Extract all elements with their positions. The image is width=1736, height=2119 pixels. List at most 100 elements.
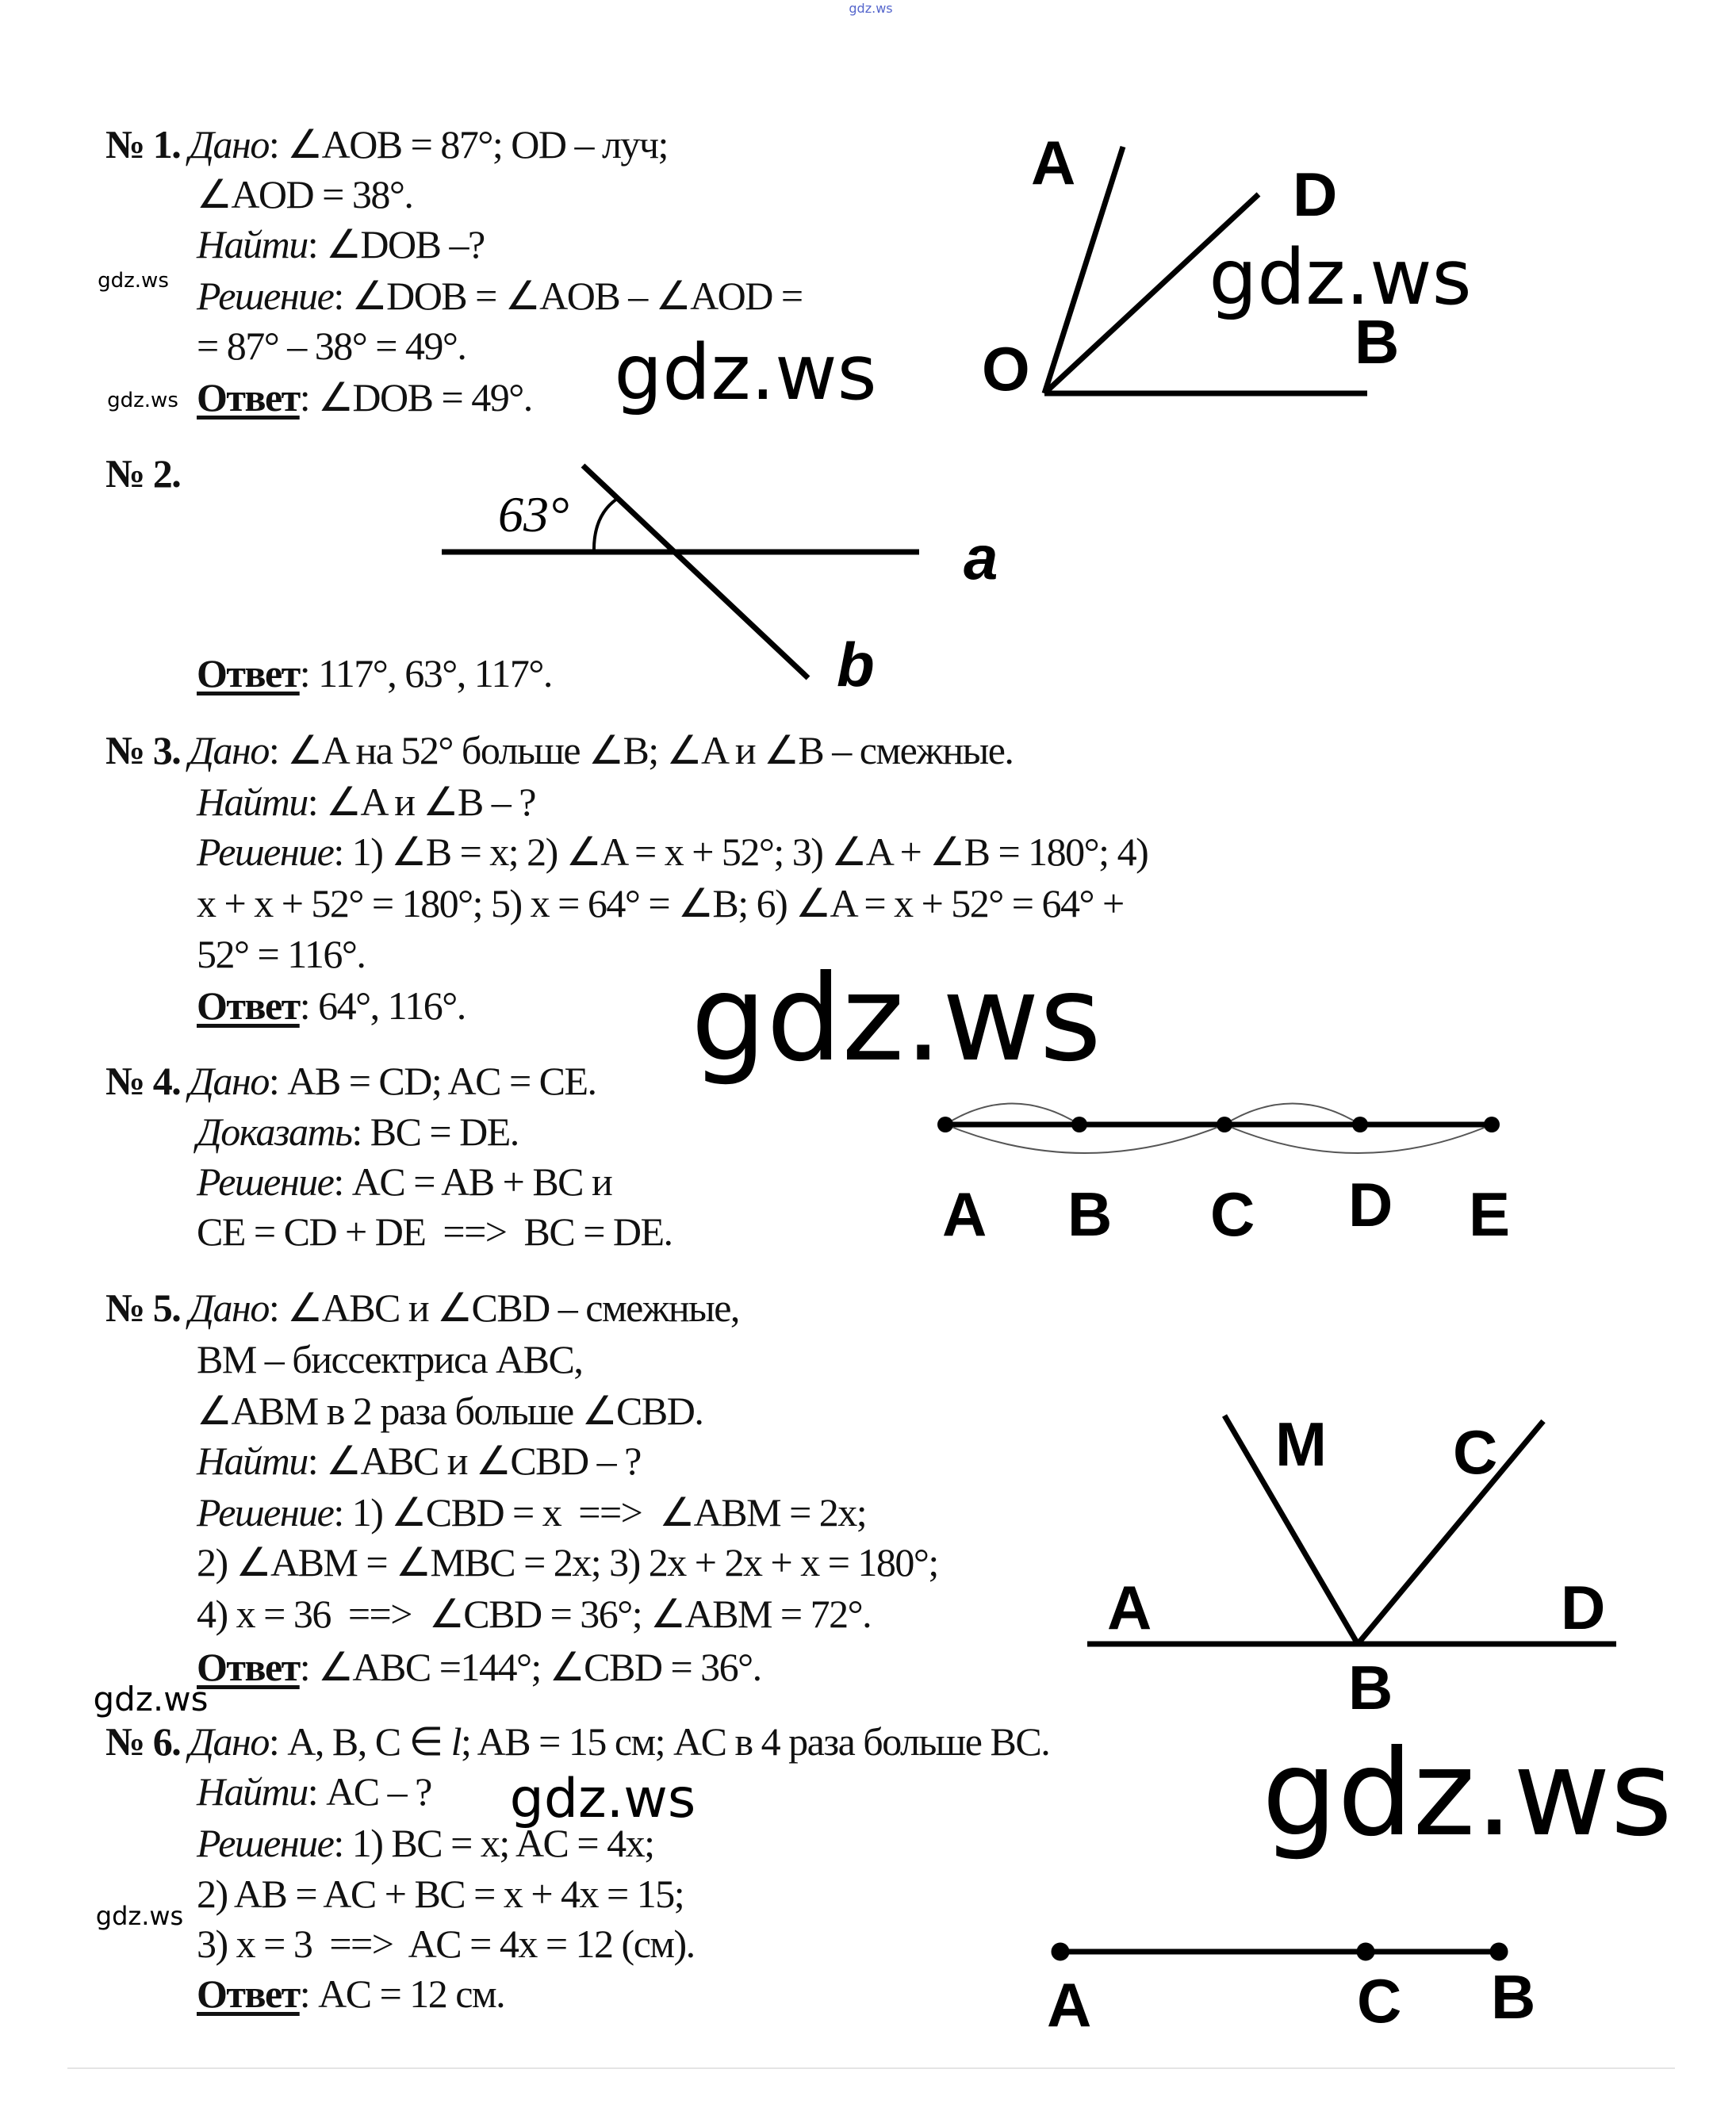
line-text: 52° = 116°.	[197, 932, 366, 976]
line-text: : AB = CD; AC = CE.	[268, 1059, 597, 1103]
section-label: Решение	[197, 274, 335, 318]
ray-od	[1042, 192, 1261, 396]
line-text: : 1) ∠CBD = x ==> ∠ABM = 2x;	[333, 1490, 867, 1535]
label-d: D	[1293, 159, 1337, 229]
label-c: C	[1210, 1179, 1255, 1249]
answer-label: Ответ	[197, 1971, 301, 2016]
line-text: : ∠ABC и ∠CBD – ?	[307, 1439, 642, 1483]
line-text: : ∠DOB = 49°.	[299, 375, 533, 420]
line-text: : AC – ?	[307, 1769, 433, 1814]
section-label: Решение	[197, 1159, 335, 1204]
section-label: Найти	[197, 1769, 308, 1814]
problem-3-line: Ответ: 64°, 116°.	[197, 986, 466, 1025]
label-a: a	[964, 523, 998, 592]
section-label: Найти	[197, 222, 308, 266]
problem-3-line: Найти: ∠A и ∠B – ?	[197, 780, 536, 824]
label-b: B	[1348, 1653, 1393, 1722]
label-b: b	[837, 630, 875, 699]
line-text: CE = CD + DE ==> BC = DE.	[197, 1209, 673, 1254]
problem-4-line: Доказать: BC = DE.	[197, 1112, 519, 1151]
problem-3-line: x + x + 52° = 180°; 5) x = 64° = ∠B; 6) …	[197, 881, 1125, 925]
problem-5-header: № 5. Дано: ∠ABC и ∠CBD – смежные,	[105, 1286, 740, 1330]
problem-4-line: Решение: AC = AB + BC и	[197, 1159, 613, 1204]
line-text: : 64°, 116°.	[299, 983, 467, 1028]
answer-label: Ответ	[197, 651, 301, 695]
line-b	[581, 463, 811, 680]
line-text: ∠ABM в 2 раза больше ∠CBD.	[197, 1389, 704, 1433]
divider	[67, 2067, 1675, 2069]
watermark: gdz.ws	[509, 1768, 696, 1830]
section-label: Решение	[197, 1821, 335, 1865]
problem-2-header: № 2.	[105, 451, 182, 496]
section-label: Дано	[189, 1059, 270, 1103]
line-text: : AC = 12 см.	[299, 1971, 506, 2016]
line-text: : A, B, C ∈	[268, 1719, 451, 1764]
line-text: : ∠AOB = 87°; OD – луч;	[268, 122, 669, 167]
watermark: gdz.ws	[1209, 233, 1472, 322]
section-label: Дано	[189, 1286, 270, 1330]
problem-5-line: BM – биссектриса ABC,	[197, 1337, 584, 1381]
problem-1-line: Найти: ∠DOB –?	[197, 224, 485, 264]
problem-number: № 3.	[105, 728, 190, 772]
problem-1-line: = 87° – 38° = 49°.	[197, 324, 467, 368]
line-text: : 117°, 63°, 117°.	[299, 651, 554, 695]
problem-1-line: Решение: ∠DOB = ∠AOB – ∠AOD =	[197, 276, 803, 316]
section-label: Найти	[197, 1439, 308, 1483]
line-text: : AC = AB + BC и	[333, 1159, 612, 1204]
problem-6-line: Найти: AC – ?	[197, 1769, 433, 1814]
angle-arc	[592, 497, 619, 553]
problem-5-line: 2) ∠ABM = ∠MBC = 2x; 3) 2x + 2x + x = 18…	[197, 1540, 939, 1584]
line-text: = 87° – 38° = 49°.	[197, 324, 467, 368]
line-text: x + x + 52° = 180°; 5) x = 64° = ∠B; 6) …	[197, 881, 1125, 925]
diagram-6-segment	[1051, 1942, 1508, 1961]
problem-5-line: Найти: ∠ABC и ∠CBD – ?	[197, 1439, 642, 1483]
line-text: ∠AOD = 38°.	[197, 172, 414, 216]
problem-5-line: Решение: 1) ∠CBD = x ==> ∠ABM = 2x;	[197, 1490, 868, 1535]
label-a: A	[942, 1179, 987, 1249]
section-label: Дано	[189, 122, 270, 167]
label-c: C	[1357, 1966, 1401, 2036]
problem-5-line: 4) x = 36 ==> ∠CBD = 36°; ∠ABM = 72°.	[197, 1592, 872, 1636]
problem-3-line: Решение: 1) ∠B = x; 2) ∠A = x + 52°; 3) …	[197, 832, 1149, 872]
answer-label: Ответ	[197, 983, 301, 1028]
label-e: E	[1469, 1179, 1510, 1249]
watermark: gdz.ws	[691, 950, 1102, 1088]
label-c: C	[1453, 1417, 1497, 1487]
section-label: Дано	[189, 728, 270, 772]
line-text: : ∠ABC =144°; ∠CBD = 36°.	[299, 1645, 762, 1689]
problem-6-line: Решение: 1) BC = x; AC = 4x;	[197, 1821, 655, 1865]
watermark: gdz.ws	[107, 389, 178, 412]
watermark: gdz.ws	[1262, 1725, 1673, 1863]
line-text: : ∠A на 52° больше ∠B; ∠A и ∠B – смежные…	[268, 728, 1014, 772]
watermark: gdz.ws	[849, 1, 893, 16]
diagram-1-angle-aob	[1041, 145, 1367, 397]
problem-number: № 4.	[105, 1059, 190, 1103]
problem-6-header: № 6. Дано: A, B, C ∈ l; AB = 15 см; AC в…	[105, 1719, 1051, 1764]
problem-1-line: ∠AOD = 38°.	[197, 172, 414, 216]
line-text: BM – биссектриса ABC,	[197, 1337, 584, 1381]
label-b: B	[1355, 307, 1399, 377]
problem-6-line: 3) x = 3 ==> AC = 4x = 12 (см).	[197, 1924, 696, 1964]
problem-3-line: 52° = 116°.	[197, 932, 366, 976]
problem-number: № 6.	[105, 1719, 190, 1764]
watermark: gdz.ws	[98, 269, 169, 293]
problem-number: № 1.	[105, 122, 190, 167]
problem-1-header: № 1. Дано: ∠AOB = 87°; OD – луч;	[105, 122, 669, 167]
watermark: gdz.ws	[95, 1901, 184, 1931]
section-label: Найти	[197, 780, 308, 824]
label-b: B	[1067, 1179, 1112, 1249]
problem-number: № 2.	[105, 451, 182, 496]
line-text: 4) x = 36 ==> ∠CBD = 36°; ∠ABM = 72°.	[197, 1592, 872, 1636]
diagram-5-adjacent-angles	[1087, 1414, 1616, 1647]
problem-number: № 5.	[105, 1286, 190, 1330]
problem-5-line: Ответ: ∠ABC =144°; ∠CBD = 36°.	[197, 1645, 762, 1689]
line-text: : ∠DOB = ∠AOB – ∠AOD =	[333, 274, 803, 318]
ray-oa	[1041, 145, 1126, 395]
diagram-2-intersecting-lines	[442, 463, 919, 680]
answer-label: Ответ	[197, 375, 301, 420]
watermark: gdz.ws	[93, 1680, 209, 1719]
problem-6-line: 2) AB = AC + BC = x + 4x = 15;	[197, 1874, 685, 1914]
problem-6-line: Ответ: AC = 12 см.	[197, 1971, 506, 2016]
line-text: 2) ∠ABM = ∠MBC = 2x; 3) 2x + 2x + x = 18…	[197, 1540, 939, 1584]
